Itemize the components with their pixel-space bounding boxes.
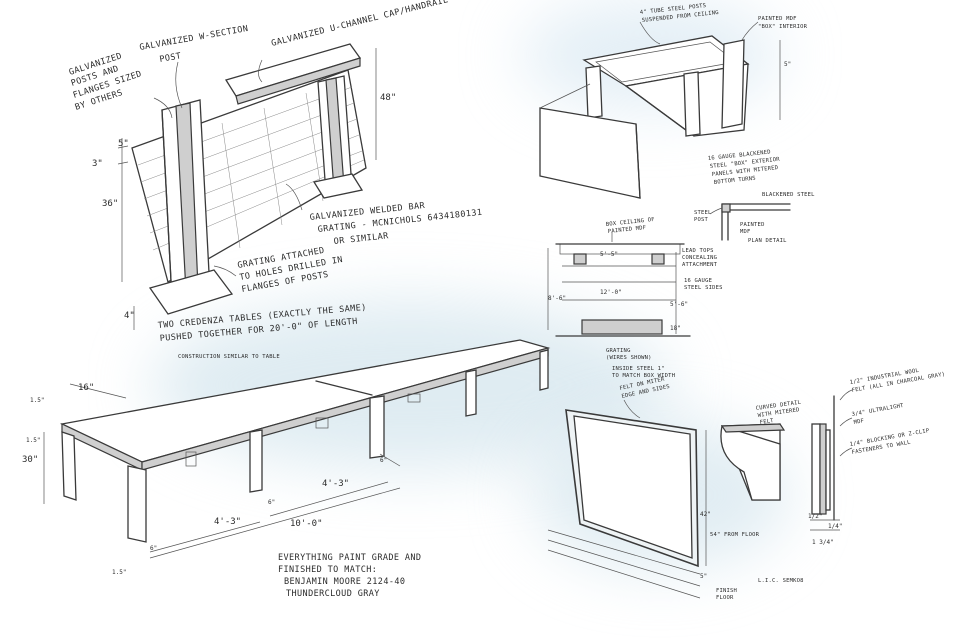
box-blackened-note-line4: BOTTOM TURNS (714, 176, 757, 186)
shelf-detail-sketch (720, 389, 853, 531)
railing-dim-36: 36" (102, 199, 118, 209)
credenza-dim-1-5-bottom: 1.5" (112, 569, 126, 576)
panel-floor-note-line1: FINISH (716, 588, 737, 594)
shelf-mdf-note-line1: 3/4" ULTRALIGHT (851, 403, 904, 418)
plan-detail-sketch (709, 203, 791, 241)
section-right-note-line2: CONCEALING (682, 255, 717, 261)
railing-sketch (117, 43, 377, 330)
plan-detail-title: PLAN DETAIL (748, 238, 787, 244)
shelf-dim-c: 1 3/4" (812, 539, 834, 546)
section-bottom-note-line1: INSIDE STEEL 1" (612, 366, 665, 372)
railing-cap-note: GALVANIZED U-CHANNEL CAP/HANDRAIL (270, 0, 449, 49)
shelf-detail-note-line3: FELT (759, 418, 774, 426)
box-sketch (539, 21, 781, 199)
credenza-dim-1-5-side: 1.5" (26, 437, 40, 444)
section-top-note-line2: PAINTED MDF (608, 225, 647, 235)
section-right-note-line1: LEAD TOPS (682, 248, 714, 254)
credenza-paint-note-line1: EVERYTHING PAINT GRADE AND (278, 553, 421, 563)
credenza-dim-4-3-a: 4'-3" (322, 479, 349, 489)
credenza-dim-6-c: 6" (150, 545, 157, 552)
section-steel-note-line1: 16 GAUGE (684, 278, 712, 284)
railing-dim-48: 48" (380, 93, 396, 103)
plan-blackened-note: BLACKENED STEEL (762, 192, 815, 198)
section-dim-top: 5'-5" (600, 251, 618, 258)
section-grating-note-line1: GRATING (606, 348, 631, 354)
credenza-dim-6-b: 6" (268, 499, 275, 506)
railing-dim-3: 3" (92, 159, 103, 169)
credenza-dim-10-0: 10'-0" (290, 519, 323, 529)
credenza-dim-16: 16" (78, 383, 94, 393)
section-dim-mid: 12'-0" (600, 289, 622, 296)
panel-floor-note-line2: FLOOR (716, 595, 734, 601)
panel-dim-42: 42" (700, 511, 711, 518)
section-dim-bottom: 18" (670, 325, 681, 332)
shelf-dim-a: 1/2" (808, 513, 822, 520)
box-painted-note-line2: "BOX" INTERIOR (758, 24, 808, 30)
section-top-note-line1: BOX CEILING OF (606, 217, 656, 228)
railing-w-section-note-line2: POST (159, 51, 182, 65)
credenza-dim-30: 30" (22, 455, 38, 465)
credenza-paint-note-line4: THUNDERCLOUD GRAY (286, 589, 380, 599)
plan-mdf-note-line1: PAINTED (740, 222, 765, 228)
wall-panel-sketch (547, 399, 707, 599)
box-painted-note-line1: PAINTED MDF (758, 16, 797, 22)
credenza-sketch (43, 339, 551, 559)
shelf-dim-b: 1/4" (828, 523, 842, 530)
railing-dim-5: 5" (118, 139, 129, 149)
section-dim-left: 8'-6" (548, 295, 566, 302)
shelf-detail-note-line2: WITH MITERED (757, 407, 800, 419)
credenza-dim-1-5-top: 1.5" (30, 397, 44, 404)
box-dim-5: 5" (784, 61, 791, 68)
shelf-title: L.I.C. SEMKO8 (758, 578, 804, 584)
section-bottom-note-line2: TO MATCH BOX WIDTH (612, 373, 675, 379)
railing-dim-4: 4" (124, 311, 135, 321)
railing-w-section-note-line1: GALVANIZED W-SECTION (139, 24, 249, 53)
credenza-paint-note-line3: BENJAMIN MOORE 2124-40 (284, 577, 405, 587)
plan-mdf-note-line2: MDF (740, 229, 751, 235)
credenza-dim-4-3-b: 4'-3" (214, 517, 241, 527)
section-steel-note-line2: STEEL SIDES (684, 285, 723, 291)
section-grating-note-line2: (WIRES SHOWN) (606, 355, 652, 361)
credenza-construction-note: CONSTRUCTION SIMILAR TO TABLE (178, 354, 280, 360)
section-dim-right: 5'-6" (670, 301, 688, 308)
railing-welded-grating-note-line3: OR SIMILAR (333, 231, 389, 247)
section-sketch (547, 232, 691, 337)
plan-steel-note-line1: STEEL (694, 210, 712, 216)
plan-steel-note-line2: POST (694, 217, 709, 223)
section-right-note-line3: ATTACHMENT (682, 262, 718, 268)
credenza-paint-note-line2: FINISHED TO MATCH: (278, 565, 377, 575)
panel-dim-54: 54" FROM FLOOR (710, 532, 760, 538)
credenza-dim-6-a: 6" (380, 457, 387, 464)
shelf-mdf-note-line2: MDF (853, 418, 864, 426)
panel-dim-5: 5" (700, 573, 707, 580)
